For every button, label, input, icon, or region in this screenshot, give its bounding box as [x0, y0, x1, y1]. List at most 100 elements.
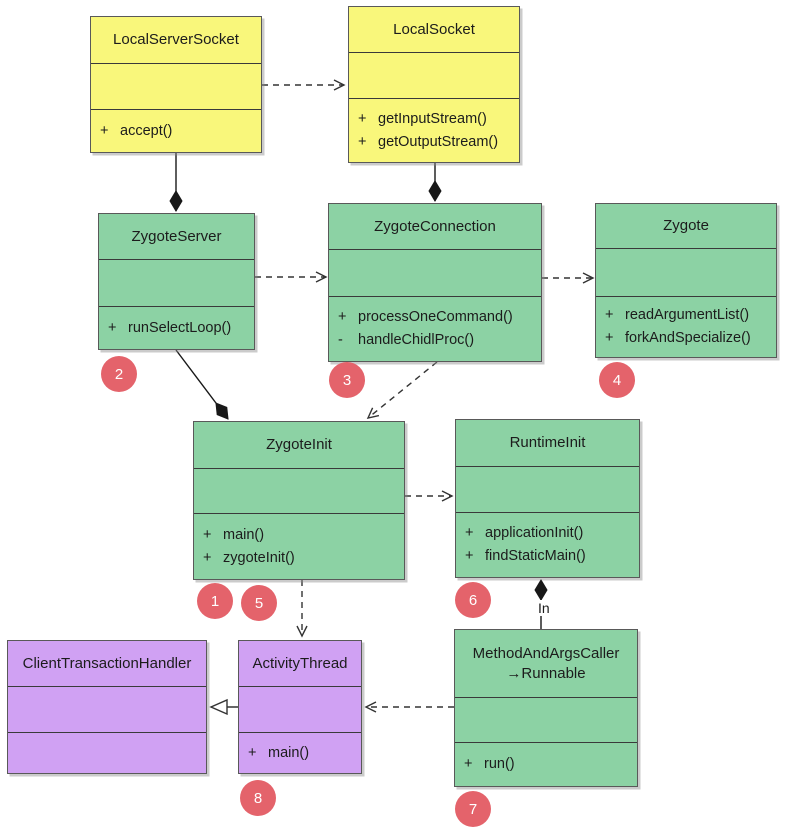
method-line: + applicationInit()	[456, 522, 639, 545]
method-line: + findStaticMain()	[456, 545, 639, 568]
method-visibility: +	[248, 744, 257, 761]
class-attributes	[455, 697, 637, 742]
method-name: zygoteInit()	[223, 549, 295, 566]
method-visibility: +	[358, 133, 367, 150]
method-line: + getInputStream()	[349, 108, 519, 131]
method-visibility: +	[203, 526, 212, 543]
class-title: ZygoteConnection	[329, 204, 541, 249]
class-attributes	[99, 259, 254, 306]
method-line: -handleChidlProc()	[329, 329, 541, 352]
class-name: ZygoteServer	[131, 227, 222, 245]
class-name: RuntimeInit	[509, 434, 586, 451]
class-methods: + readArgumentList() + forkAndSpecialize()	[596, 296, 776, 357]
class-title: RuntimeInit	[456, 420, 639, 466]
method-line: + getOutputStream()	[349, 131, 519, 154]
method-name: run()	[484, 756, 515, 772]
method-line: + main()	[194, 524, 404, 547]
edge-zygoteconnection-to-zygoteinit	[366, 361, 438, 419]
class-zygoteinit: ZygoteInit + main() +zygoteInit()	[193, 421, 405, 580]
class-methods: + runSelectLoop()	[99, 306, 254, 349]
method-line: + run()	[455, 753, 637, 776]
step-badge-3: 3	[329, 362, 365, 398]
step-badge-2: 2	[101, 356, 137, 392]
step-badge-5: 5	[241, 585, 277, 621]
class-title: ClientTransactionHandler	[8, 641, 206, 686]
edge-zygoteserver-zygoteinit-composition	[175, 349, 229, 420]
method-name: getInputStream()	[378, 110, 487, 127]
method-name: forkAndSpecialize()	[625, 330, 751, 346]
class-zygote: Zygote + readArgumentList() + forkAndSpeci…	[595, 203, 777, 358]
method-line: + forkAndSpecialize()	[596, 327, 776, 350]
method-name: applicationInit()	[485, 525, 584, 541]
method-line: + processOneCommand()	[329, 306, 541, 329]
class-zygoteserver: ZygoteServer + runSelectLoop()	[98, 213, 255, 350]
method-line: + runSelectLoop()	[99, 317, 254, 340]
class-title: Zygote	[596, 204, 776, 248]
class-attributes	[8, 686, 206, 732]
class-name: LocalSocket	[393, 20, 475, 38]
step-badge-8: 8	[240, 780, 276, 816]
method-name: readArgumentList()	[625, 307, 750, 323]
step-badge-4: 4	[599, 362, 635, 398]
class-title: ActivityThread	[239, 641, 361, 686]
class-name: ZygoteConnection	[374, 217, 496, 235]
class-attributes	[329, 249, 541, 296]
method-visibility: +	[605, 330, 614, 346]
class-name: MethodAndArgsCaller	[472, 644, 620, 662]
class-methods: + main() +zygoteInit()	[194, 513, 404, 579]
class-attributes	[456, 466, 639, 512]
class-zygoteconnection: ZygoteConnection + processOneCommand() -h…	[328, 203, 542, 362]
class-attributes	[239, 686, 361, 732]
method-name: findStaticMain()	[485, 548, 586, 564]
method-name: handleChidlProc()	[358, 332, 475, 348]
class-clienttransactionhandler: ClientTransactionHandler	[7, 640, 207, 774]
method-visibility: +	[465, 548, 474, 564]
class-methods: + main()	[239, 732, 361, 773]
class-title: MethodAndArgsCaller →Runnable	[455, 630, 637, 697]
class-name: ZygoteInit	[266, 436, 332, 453]
method-visibility: +	[465, 525, 474, 541]
class-title: ZygoteInit	[194, 422, 404, 468]
class-name: LocalServerSocket	[113, 31, 239, 48]
method-visibility: +	[358, 110, 367, 127]
method-visibility: +	[108, 319, 117, 336]
class-methods: + processOneCommand() -handleChidlProc()	[329, 296, 541, 361]
method-line: +zygoteInit()	[194, 547, 404, 570]
class-name: ClientTransactionHandler	[22, 654, 192, 672]
class-methods: + run()	[455, 742, 637, 786]
method-name: main()	[223, 526, 265, 543]
method-visibility: +	[605, 307, 614, 323]
class-attributes	[194, 468, 404, 513]
method-name: processOneCommand()	[358, 309, 513, 325]
class-title: ZygoteServer	[99, 214, 254, 259]
step-badge-7: 7	[455, 791, 491, 827]
class-methodandargscaller: MethodAndArgsCaller →Runnable + run()	[454, 629, 638, 787]
class-activitythread: ActivityThread + main()	[238, 640, 362, 774]
class-methods	[8, 732, 206, 773]
class-runtimeinit: RuntimeInit + applicationInit() + findStat…	[455, 419, 640, 578]
method-name: runSelectLoop()	[128, 319, 232, 336]
class-attributes	[349, 52, 519, 98]
method-visibility: -	[338, 332, 343, 348]
method-line: +accept()	[91, 120, 261, 143]
method-visibility: +	[464, 756, 473, 772]
class-title: LocalServerSocket	[91, 17, 261, 63]
method-line: + main()	[239, 742, 361, 765]
class-name: Zygote	[663, 217, 709, 234]
class-methods: +accept()	[91, 109, 261, 152]
method-name: accept()	[120, 122, 173, 139]
method-line: + readArgumentList()	[596, 304, 776, 327]
class-subtitle: →Runnable	[506, 664, 586, 682]
class-attributes	[596, 248, 776, 296]
class-localserversocket: LocalServerSocket +accept()	[90, 16, 262, 153]
method-visibility: +	[338, 309, 347, 325]
class-name: ActivityThread	[252, 654, 348, 672]
class-attributes	[91, 63, 261, 109]
step-badge-1: 1	[197, 583, 233, 619]
class-methods: + applicationInit() + findStaticMain()	[456, 512, 639, 577]
method-name: getOutputStream()	[378, 133, 499, 150]
edge-label-in: In	[536, 600, 552, 616]
class-methods: + getInputStream() + getOutputStream()	[349, 98, 519, 162]
method-name: main()	[268, 744, 310, 761]
